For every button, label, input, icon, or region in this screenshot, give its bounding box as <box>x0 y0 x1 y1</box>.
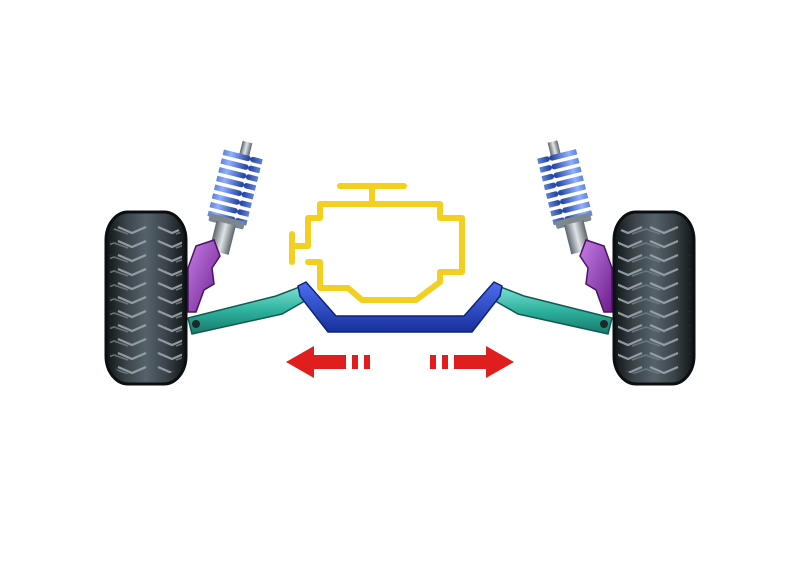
left-arrow <box>286 346 370 378</box>
right-control-arm <box>488 285 613 335</box>
right-tire-tread <box>618 222 690 374</box>
subframe <box>297 281 503 333</box>
right-arrow <box>430 346 514 378</box>
left-knuckle <box>187 239 221 313</box>
double-arrow-icon <box>286 346 514 378</box>
right-knuckle <box>579 239 613 313</box>
left-tire-tread <box>110 222 182 374</box>
engine-icon <box>289 183 465 303</box>
left-control-arm <box>187 285 312 335</box>
right-wheel <box>612 210 696 386</box>
right-coil-spring <box>536 148 593 226</box>
left-wheel <box>104 210 188 386</box>
right-strut <box>536 140 593 255</box>
left-coil-spring <box>207 148 264 227</box>
left-strut <box>207 140 264 255</box>
